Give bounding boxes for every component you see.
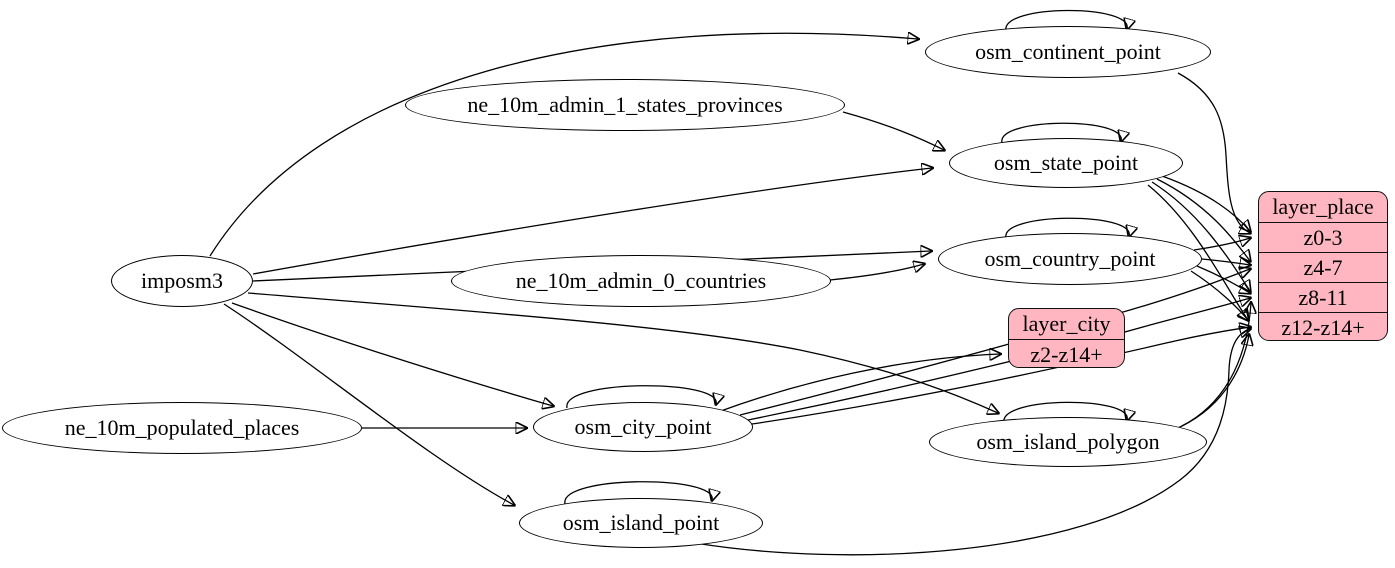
- node-osm-continent-point: osm_continent_point: [925, 26, 1211, 78]
- layer-place-row-z12-z14: z12-z14+: [1259, 312, 1387, 340]
- node-ne-10m-populated-places-label: ne_10m_populated_places: [64, 415, 300, 440]
- edge-osm_country_point-layer_place-z8-11: [1196, 265, 1250, 293]
- edge-osm_continent_point-layer_place-z0-3: [1177, 72, 1250, 233]
- selfloop-osm_country_point: [1005, 217, 1129, 238]
- node-ne-10m-admin-0-countries: ne_10m_admin_0_countries: [451, 255, 831, 307]
- selfloop-osm_island_polygon: [1003, 401, 1127, 423]
- edge-imposm3-osm_island_polygon: [247, 292, 998, 413]
- node-osm-state-point-label: osm_state_point: [993, 150, 1139, 175]
- node-imposm3: imposm3: [111, 255, 253, 307]
- edge-osm_island_point-layer_place-z12-z14: [694, 329, 1250, 556]
- node-osm-country-point-label: osm_country_point: [984, 246, 1156, 271]
- selfloop-osm_city_point: [566, 385, 716, 409]
- node-osm-city-point-label: osm_city_point: [574, 414, 712, 439]
- layer-city-row-z2-z14: z2-z14+: [1009, 339, 1124, 367]
- node-osm-state-point: osm_state_point: [949, 138, 1183, 188]
- selfloop-osm_state_point: [1001, 122, 1121, 143]
- node-osm-island-point-label: osm_island_point: [562, 510, 720, 535]
- node-osm-city-point: osm_city_point: [533, 402, 753, 452]
- node-imposm3-label: imposm3: [141, 268, 223, 293]
- layer-city-title: layer_city: [1022, 311, 1111, 336]
- layer-place-row-z0-3: z0-3: [1259, 222, 1387, 252]
- edge-imposm3-osm_city_point: [231, 302, 553, 406]
- node-osm-island-point: osm_island_point: [519, 498, 763, 548]
- layer-place-title: layer_place: [1272, 194, 1374, 219]
- edge-ne_10m_admin_1_states_provinces-osm_state_point: [842, 111, 944, 150]
- node-osm-country-point: osm_country_point: [938, 233, 1202, 285]
- edge-osm_island_polygon-layer_place-z12-z14: [1172, 335, 1249, 431]
- node-osm-continent-point-label: osm_continent_point: [975, 39, 1161, 64]
- edge-osm_country_point-layer_place-z12-z14: [1190, 270, 1248, 320]
- edge-osm_state_point-layer_place-z8-11: [1151, 181, 1250, 291]
- edge-osm_state_point-layer_place-z0-3: [1161, 175, 1250, 231]
- edge-imposm3-osm_island_point: [223, 303, 514, 505]
- edge-osm_island_polygon-layer_place-z8-11: [1181, 303, 1251, 427]
- record-layer-city: layer_city z2-z14+: [1008, 308, 1125, 368]
- node-ne-10m-admin-1-states-provinces: ne_10m_admin_1_states_provinces: [405, 79, 845, 131]
- node-ne-10m-admin-0-countries-label: ne_10m_admin_0_countries: [515, 268, 767, 293]
- edge-osm_city_point-layer_place-z12-z14: [751, 327, 1250, 425]
- record-layer-place: layer_place z0-3 z4-7 z8-11 z12-z14+: [1258, 191, 1388, 341]
- edge-osm_city_point-layer_city-z2-z14: [717, 354, 1000, 413]
- edge-imposm3-osm_state_point: [252, 168, 932, 275]
- layer-place-row-z8-11: z8-11: [1259, 282, 1387, 312]
- selfloop-osm_continent_point: [1005, 9, 1127, 31]
- edge-osm_city_point-layer_place-z8-11: [747, 298, 1250, 421]
- edge-osm_state_point-layer_place-z12-z14: [1147, 184, 1248, 320]
- node-osm-island-polygon-label: osm_island_polygon: [976, 429, 1160, 454]
- edge-osm_country_point-layer_place-z0-3: [1193, 238, 1250, 251]
- selfloop-osm_island_point: [564, 481, 712, 505]
- layer-place-row-z4-7: z4-7: [1259, 252, 1387, 282]
- edge-osm_country_point-layer_place-z4-7: [1201, 259, 1250, 265]
- edge-osm_state_point-layer_place-z4-7: [1156, 178, 1250, 261]
- node-ne-10m-populated-places: ne_10m_populated_places: [2, 402, 362, 454]
- edge-imposm3-osm_continent_point: [209, 33, 918, 257]
- node-osm-island-polygon: osm_island_polygon: [929, 417, 1207, 467]
- node-ne-10m-admin-1-states-provinces-label: ne_10m_admin_1_states_provinces: [467, 92, 783, 117]
- edge-ne_10m_admin_0_countries-osm_country_point: [829, 264, 924, 281]
